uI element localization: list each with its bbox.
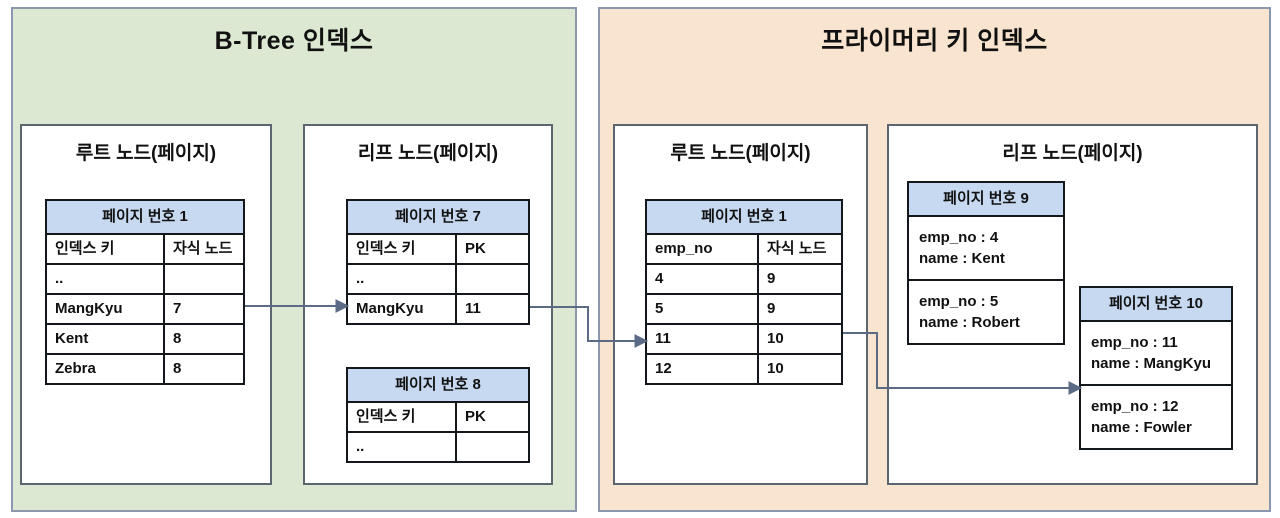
btree-root-node-label: 루트 노드(페이지) [75, 143, 217, 164]
record-empno: emp_no : 11 [1091, 334, 1178, 351]
table-row: 4 9 [647, 263, 841, 293]
column-header-value: 자식 노드 [173, 240, 233, 257]
btree-leaf-node-label: 리프 노드(페이지) [357, 143, 499, 164]
column-header-key: 인덱스 키 [348, 235, 457, 263]
record-empno: emp_no : 12 [1091, 398, 1179, 415]
column-header-row: 인덱스 키 PK [348, 401, 528, 431]
column-header-key: emp_no [647, 235, 759, 263]
page-header: 페이지 번호 8 [348, 369, 528, 401]
row-key-cell: 4 [647, 265, 759, 293]
btree-root-page-table: 페이지 번호 1 인덱스 키 자식 노드 .. MangKyu 7 Kent 8… [45, 199, 245, 385]
row-key-cell: .. [348, 265, 457, 293]
table-row: Kent 8 [47, 323, 243, 353]
table-row: 12 10 [647, 353, 841, 383]
page-header: 페이지 번호 10 [1081, 288, 1231, 320]
row-value-cell [457, 433, 528, 461]
row-key-cell: MangKyu [47, 295, 165, 323]
pk-leaf-node-label: 리프 노드(페이지) [1002, 143, 1143, 164]
page-header: 페이지 번호 1 [647, 201, 841, 233]
row-key-cell: 11 [647, 325, 759, 353]
row-key-cell: .. [47, 265, 165, 293]
table-row: .. [348, 263, 528, 293]
column-header-row: emp_no 자식 노드 [647, 233, 841, 263]
row-value-cell: 11 [465, 300, 481, 317]
table-row: 5 9 [647, 293, 841, 323]
pk-panel-title: 프라이머리 키 인덱스 [821, 27, 1048, 55]
row-value-cell: 10 [767, 330, 784, 347]
table-row: MangKyu 7 [47, 293, 243, 323]
row-value-cell [165, 265, 243, 293]
btree-leaf-page7-table: 페이지 번호 7 인덱스 키 PK .. MangKyu 11 [346, 199, 530, 325]
pk-leaf-page10-card: 페이지 번호 10 emp_no : 11 name : MangKyu emp… [1079, 286, 1233, 450]
table-row: .. [348, 431, 528, 461]
record-name: name : Fowler [1091, 419, 1192, 436]
row-value-cell: 9 [767, 270, 776, 287]
column-header-value: PK [465, 408, 486, 425]
column-header-key: 인덱스 키 [348, 403, 457, 431]
record-empno: emp_no : 4 [919, 229, 999, 246]
row-key-cell: Zebra [47, 355, 165, 383]
table-row: MangKyu 11 [348, 293, 528, 323]
page-header: 페이지 번호 7 [348, 201, 528, 233]
column-header-key: 인덱스 키 [47, 235, 165, 263]
page-header: 페이지 번호 1 [47, 201, 243, 233]
pk-root-node-label: 루트 노드(페이지) [670, 143, 811, 164]
record-name: name : Robert [919, 314, 1020, 331]
column-header-row: 인덱스 키 PK [348, 233, 528, 263]
record-empno: emp_no : 5 [919, 293, 999, 310]
row-value-cell: 10 [767, 360, 784, 377]
page-header: 페이지 번호 9 [909, 183, 1063, 215]
record-name: name : Kent [919, 250, 1005, 267]
row-key-cell: 12 [647, 355, 759, 383]
table-row: 11 10 [647, 323, 841, 353]
record-cell: emp_no : 4 name : Kent [909, 215, 1063, 279]
btree-panel-title: B-Tree 인덱스 [214, 27, 374, 55]
column-header-value: 자식 노드 [767, 240, 827, 257]
pk-root-page-table: 페이지 번호 1 emp_no 자식 노드 4 9 5 9 11 10 12 1… [645, 199, 843, 385]
column-header-row: 인덱스 키 자식 노드 [47, 233, 243, 263]
row-value-cell: 8 [173, 330, 182, 347]
column-header-value: PK [465, 240, 486, 257]
record-name: name : MangKyu [1091, 355, 1212, 372]
table-row: .. [47, 263, 243, 293]
row-value-cell: 8 [173, 360, 182, 377]
record-cell: emp_no : 12 name : Fowler [1081, 384, 1231, 448]
row-value-cell [457, 265, 528, 293]
row-key-cell: 5 [647, 295, 759, 323]
row-value-cell: 7 [173, 300, 182, 317]
row-key-cell: .. [348, 433, 457, 461]
row-key-cell: MangKyu [348, 295, 457, 323]
pk-leaf-page9-card: 페이지 번호 9 emp_no : 4 name : Kent emp_no :… [907, 181, 1065, 345]
record-cell: emp_no : 11 name : MangKyu [1081, 320, 1231, 384]
row-value-cell: 9 [767, 300, 776, 317]
row-key-cell: Kent [47, 325, 165, 353]
table-row: Zebra 8 [47, 353, 243, 383]
btree-leaf-page8-table: 페이지 번호 8 인덱스 키 PK .. [346, 367, 530, 463]
record-cell: emp_no : 5 name : Robert [909, 279, 1063, 343]
